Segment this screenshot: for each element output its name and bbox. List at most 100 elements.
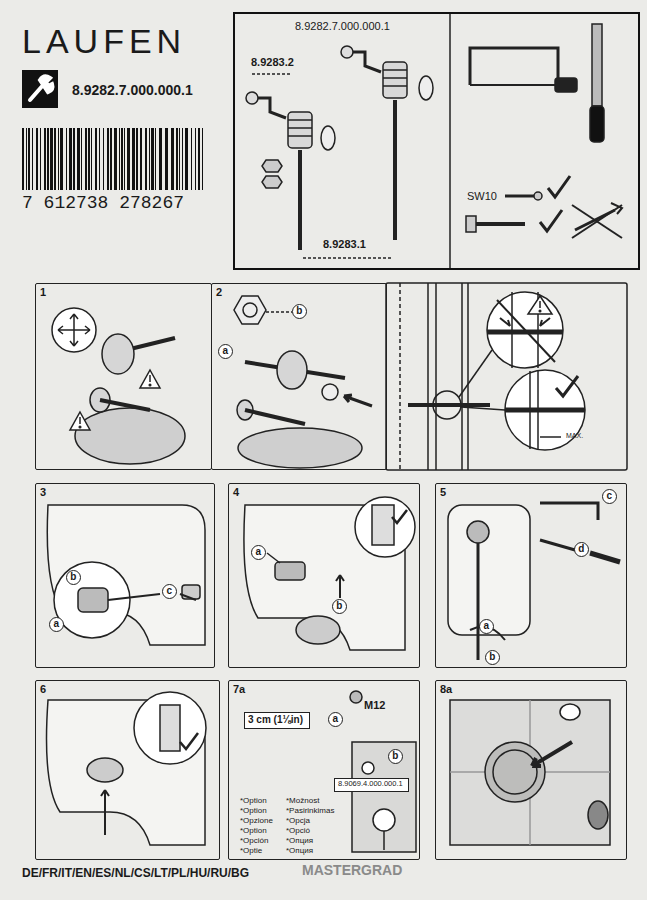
barcode-bar (114, 128, 117, 190)
callout-letter: b (332, 599, 347, 614)
callout-letter-text: b (489, 651, 495, 663)
barcode-bar (136, 128, 138, 190)
barcode-bar (91, 128, 92, 190)
step5-illustration (448, 503, 620, 660)
step-panel: 5cdab (435, 483, 627, 668)
callout-letter: c (602, 489, 617, 504)
barcode-bar (179, 128, 180, 190)
step-number: 6 (40, 683, 46, 696)
option-note: *Option (240, 806, 267, 815)
part-number: SW10 (467, 190, 497, 203)
part-number: 8.9283.1 (323, 238, 366, 251)
step-panel: 8a (435, 680, 627, 860)
barcode-bar (77, 128, 80, 190)
label-box: 8.9069.4.000.000.1 (334, 778, 409, 792)
barcode-bar (159, 128, 162, 190)
step-panel: 6 (35, 680, 220, 860)
brand-logo: LAUFEN (22, 22, 186, 61)
option-note: *Опция (286, 846, 313, 855)
label-text: 3 cm (1⅛in) (248, 714, 303, 726)
barcode-bar (165, 128, 168, 190)
option-note: *Opció (286, 826, 310, 835)
barcode-bar (28, 128, 30, 190)
callout-letter: a (49, 617, 64, 632)
callout-letter: b (388, 749, 403, 764)
barcode-bar (110, 128, 112, 190)
step-panel: 2ba (211, 283, 387, 470)
callout-letter: b (485, 650, 500, 665)
wrench-icon (22, 70, 58, 108)
step1-illustration (52, 308, 185, 464)
barcode-digits: 7 612738 278267 (22, 193, 184, 214)
parts-illustration (246, 12, 622, 270)
barcode-bar (95, 128, 97, 190)
barcode-bar (40, 128, 41, 190)
callout-letter-text: d (578, 543, 584, 555)
step-panel: 3 b c a (35, 483, 215, 668)
part-number: 8.9283.2 (251, 56, 294, 69)
barcode-bar (202, 128, 203, 190)
barcode-bar (121, 128, 123, 190)
barcode-bar (195, 128, 196, 190)
callout-letter: a (479, 619, 494, 634)
barcode-bar (140, 128, 142, 190)
barcode-bar (119, 128, 120, 190)
barcode-bar (66, 128, 67, 190)
option-note: *Option (240, 826, 267, 835)
article-number: 8.9282.7.000.000.1 (72, 82, 193, 98)
barcode-bar (103, 128, 104, 190)
barcode-bar (124, 128, 125, 190)
barcode-bar (155, 128, 156, 190)
step8a-illustration (450, 700, 610, 845)
barcode-bar (50, 128, 53, 190)
barcode-bar (54, 128, 56, 190)
callout-letter-text: b (296, 305, 302, 317)
callout-letter: b (66, 570, 81, 585)
watermark: MASTERGRAD (302, 862, 402, 878)
callout-letter-text: b (392, 750, 398, 762)
callout-letter-text: a (255, 546, 261, 558)
callout-letter: a (328, 712, 343, 727)
option-note: *Opción (240, 836, 268, 845)
callout-letter: b (292, 304, 307, 319)
label-box: 3 cm (1⅛in) (244, 712, 310, 729)
option-note: *Možnost (286, 796, 319, 805)
barcode-bar (191, 128, 192, 190)
thread-size: M12 (364, 699, 385, 712)
callout-letter-text: a (53, 618, 59, 630)
option-note: *Optie (240, 846, 262, 855)
option-note: *Opcja (286, 816, 310, 825)
step-panel: 4ab (228, 483, 420, 668)
callout-letter: a (218, 344, 233, 359)
barcode-bar (185, 128, 188, 190)
barcode-bar (69, 128, 72, 190)
barcode-bar (47, 128, 49, 190)
callout-letter: c (162, 584, 177, 599)
label-text: 8.9069.4.000.000.1 (338, 780, 403, 789)
barcode-bar (22, 128, 24, 190)
barcode-bar (85, 128, 87, 190)
step-panel: 1 (35, 283, 212, 470)
callout-letter: a (251, 545, 266, 560)
max-mark: MAX. (566, 432, 583, 440)
option-note: *Option (240, 796, 267, 805)
option-note: *Opzione (240, 816, 273, 825)
barcode-bar (26, 128, 27, 190)
barcode-bar (73, 128, 75, 190)
callout-letter-text: c (166, 585, 172, 597)
option-note: *Pasirinkimas (286, 806, 334, 815)
barcode-bar (36, 128, 38, 190)
step4-illustration (244, 497, 415, 650)
barcode-bar (127, 128, 130, 190)
barcode-bar (81, 128, 82, 190)
barcode-bar (132, 128, 135, 190)
callout-letter-text: b (336, 600, 342, 612)
callout-letter-text: b (70, 571, 76, 583)
barcode-bar (182, 128, 183, 190)
step2-illustration (234, 296, 372, 468)
callout-letter-text: a (332, 713, 338, 725)
wall-detail-illustration (386, 283, 627, 470)
step7a-illustration (350, 691, 416, 852)
step-number: 3 (40, 486, 46, 499)
